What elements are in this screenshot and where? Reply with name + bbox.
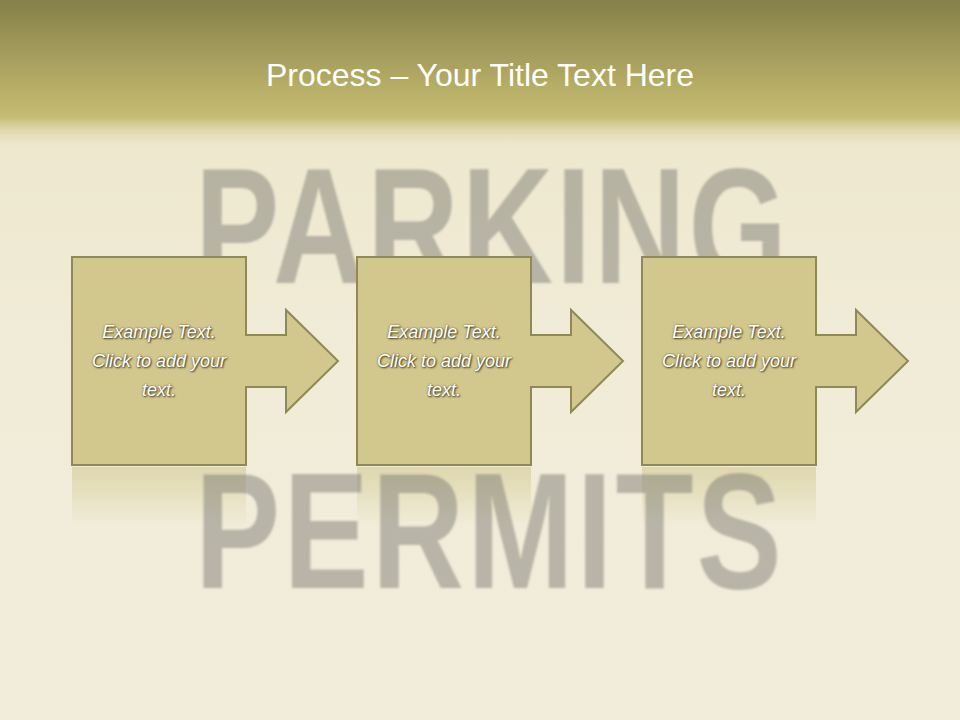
process-arrow-box: Example Text. Click to add your text.	[357, 257, 623, 465]
box-text-area: Example Text. Click to add your text.	[357, 257, 531, 465]
box-text-area: Example Text. Click to add your text.	[642, 257, 816, 465]
box-shape	[72, 257, 338, 465]
watermark-text: PERMITS	[195, 449, 785, 614]
box-text: Example Text. Click to add your text.	[374, 318, 514, 405]
box-text-area: Example Text. Click to add your text.	[72, 257, 246, 465]
box-shape	[357, 257, 623, 465]
box-shape	[642, 257, 908, 465]
process-arrow-box: Example Text. Click to add your text.	[72, 257, 338, 465]
box-text: Example Text. Click to add your text.	[659, 318, 799, 405]
slide-title: Process – Your Title Text Here	[0, 52, 960, 98]
header-band	[0, 0, 960, 150]
box-text: Example Text. Click to add your text.	[89, 318, 229, 405]
process-arrow-box: Example Text. Click to add your text.	[642, 257, 908, 465]
